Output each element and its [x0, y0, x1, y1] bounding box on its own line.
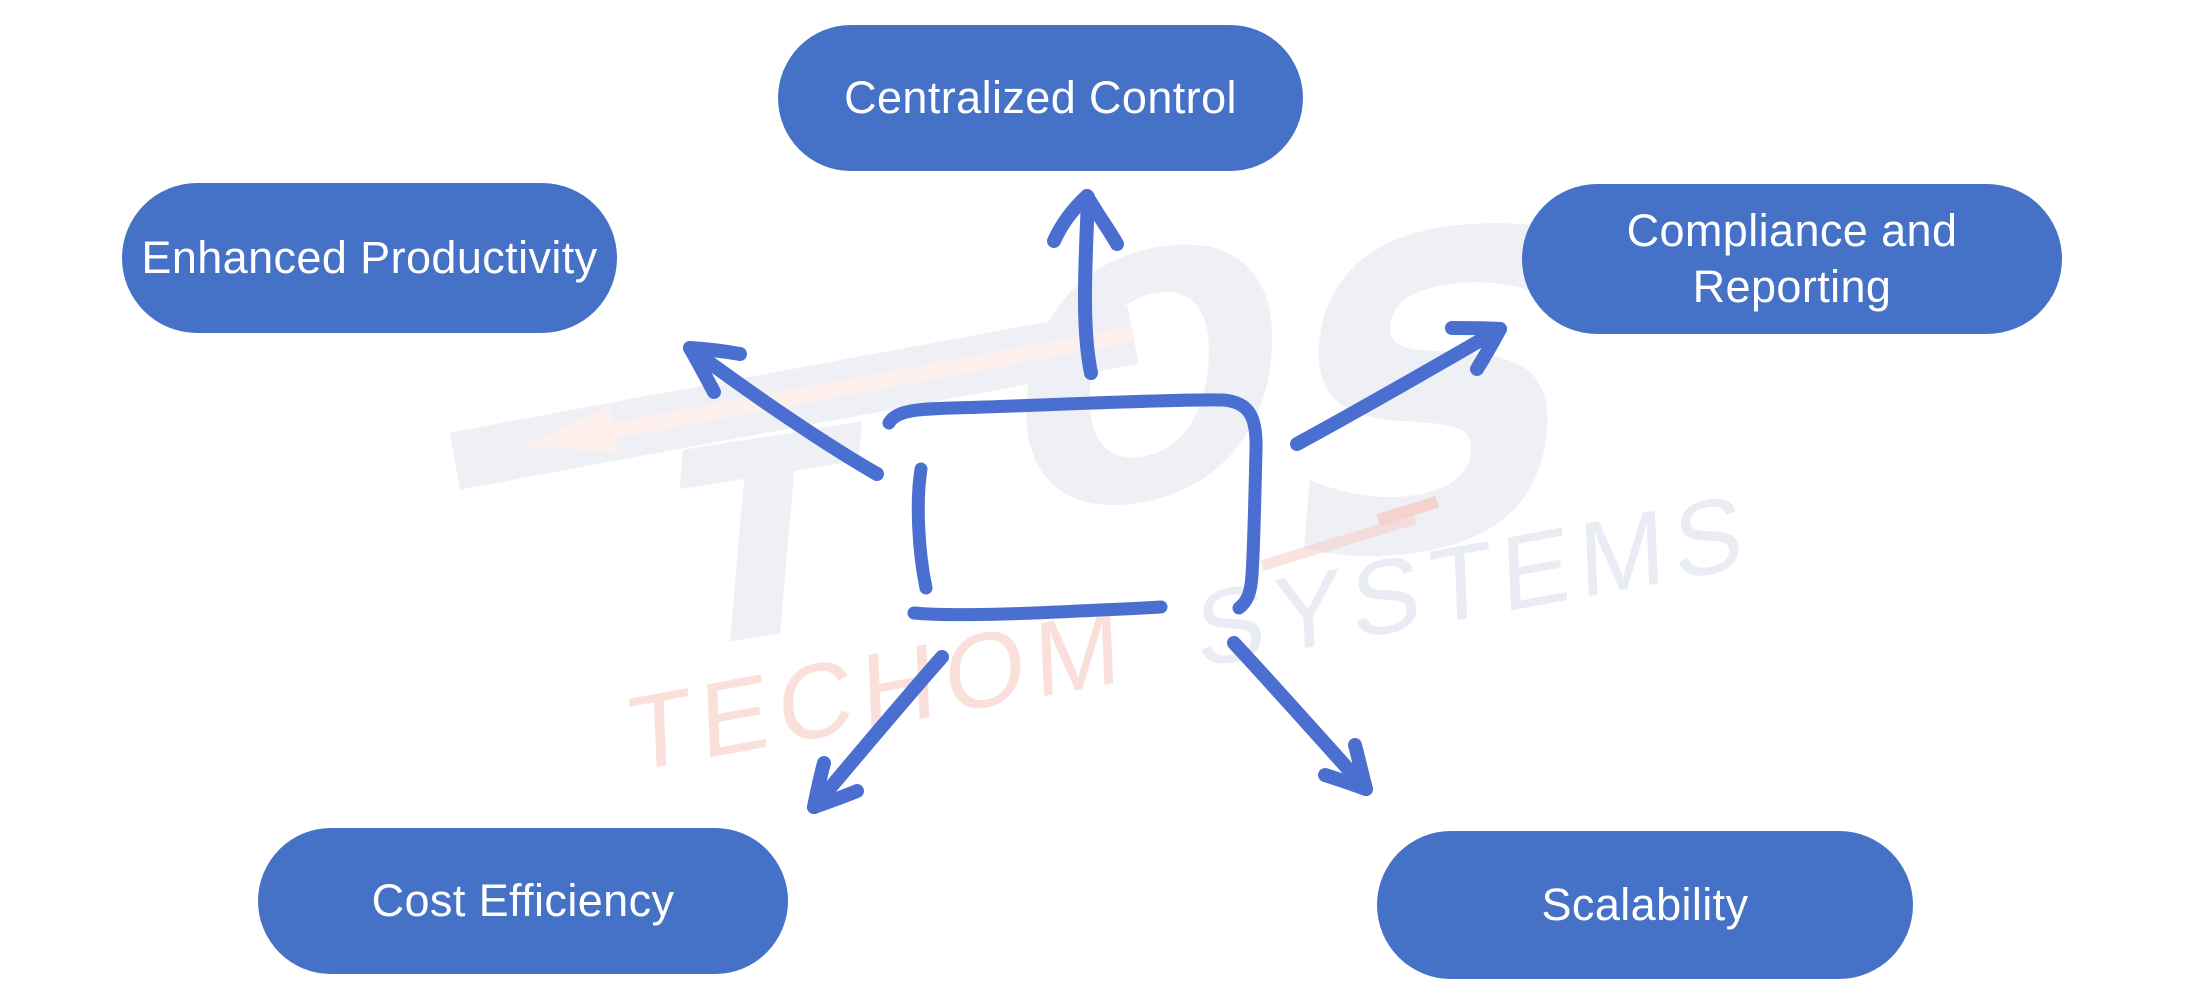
- watermark-arm-bar: [449, 306, 1139, 490]
- watermark-pink-accent-short: [1376, 496, 1440, 526]
- node-label: Centralized Control: [844, 72, 1237, 123]
- watermark-pink-arrowhead: [523, 405, 619, 454]
- node-centralized-control: Centralized Control: [778, 25, 1303, 171]
- arrow-to-enhanced-productivity: [683, 341, 884, 481]
- arrow-to-scalability: [1227, 636, 1373, 796]
- node-scalability: Scalability: [1377, 831, 1913, 979]
- arrow-to-compliance-and-reporting: [1290, 321, 1507, 451]
- node-label: Compliance and Reporting: [1626, 205, 1958, 312]
- center-sketch-rectangle: [882, 393, 1263, 622]
- connectors: [683, 189, 1507, 814]
- node-label: Scalability: [1541, 879, 1749, 930]
- watermark-pink-accent-long: [1260, 513, 1417, 571]
- node-label: Cost Efficiency: [371, 875, 675, 926]
- node-compliance-and-reporting: Compliance and Reporting: [1522, 184, 2062, 334]
- arrow-to-centralized-control: [1047, 189, 1124, 380]
- node-label: Enhanced Productivity: [141, 232, 598, 283]
- arrow-to-cost-efficiency: [807, 650, 949, 814]
- watermark-pink-line: [600, 326, 1135, 441]
- node-enhanced-productivity: Enhanced Productivity: [122, 183, 617, 333]
- node-cost-efficiency: Cost Efficiency: [258, 828, 788, 974]
